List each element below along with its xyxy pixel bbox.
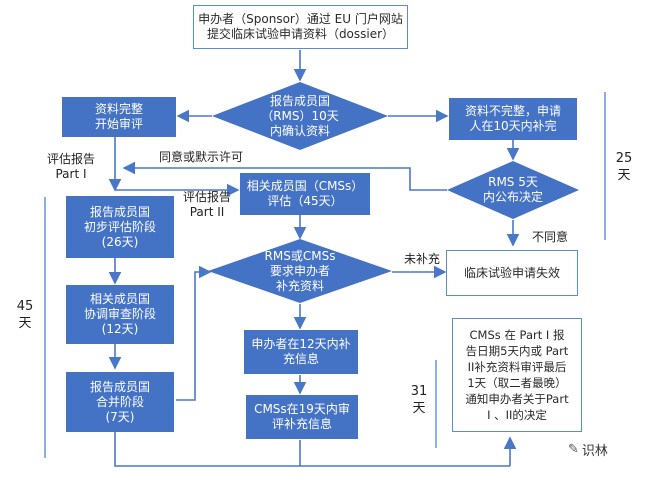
label-45-days: 45 天 — [16, 299, 34, 331]
merge-stage-box: 报告成员国 合并阶段 (7天) — [66, 372, 174, 432]
request-info-diamond — [208, 239, 392, 303]
coordinate-stage-box: 相关成员国 协调审查阶段 (12天) — [66, 285, 174, 344]
wechat-logo-icon: ✎ — [568, 442, 579, 457]
label-not-supplemented: 未补充 — [403, 252, 440, 266]
rms-publish-diamond — [447, 161, 579, 219]
cms-review-box: CMSs在19天内审 评补充信息 — [246, 395, 358, 439]
label-25-days: 25 天 — [615, 151, 633, 183]
complete-box: 资料完整 开始审评 — [62, 97, 176, 137]
request-info-text: RMS或CMSs 要求申办者 补充资料 — [264, 248, 336, 293]
rms-validate-diamond — [212, 82, 388, 150]
sponsor-supp-box: 申办者在12天内补 充信息 — [244, 330, 358, 374]
invalid-box: 临床试验申请失效 — [446, 250, 578, 296]
incomplete-box: 资料不完整，申请 人在10天内补完 — [449, 98, 577, 140]
arrow-merge-to-request — [176, 265, 212, 401]
label-report-part1: 评估报告 Part I — [46, 152, 95, 181]
watermark: ✎ 识林 — [568, 440, 608, 459]
final-note-box: CMSs 在 Part I 报 告日期5天内或 Part II补充资料审评最后 … — [452, 318, 582, 432]
label-consent: 同意或默示许可 — [158, 150, 243, 164]
submit-box: 申办者（Sponsor）通过 EU 门户网站 提交临床试验申请资料（dossie… — [193, 5, 408, 49]
arrow-consent — [122, 161, 447, 191]
label-31-days: 31 天 — [410, 384, 428, 416]
bottom-connector — [114, 430, 510, 467]
initial-stage-box: 报告成员国 初步评估阶段 (26天) — [66, 196, 174, 258]
rms-publish-text: RMS 5天 内公布决定 — [482, 175, 543, 204]
cms-eval-box: 相关成员国（CMSs） 评估（45天） — [240, 173, 370, 215]
watermark-text: 识林 — [581, 444, 608, 459]
rms-validate-text: 报告成员国 （RMS）10天 内确认资料 — [261, 93, 339, 138]
label-disagree: 不同意 — [531, 230, 568, 244]
label-report-part2: 评估报告 Part II — [182, 190, 231, 219]
